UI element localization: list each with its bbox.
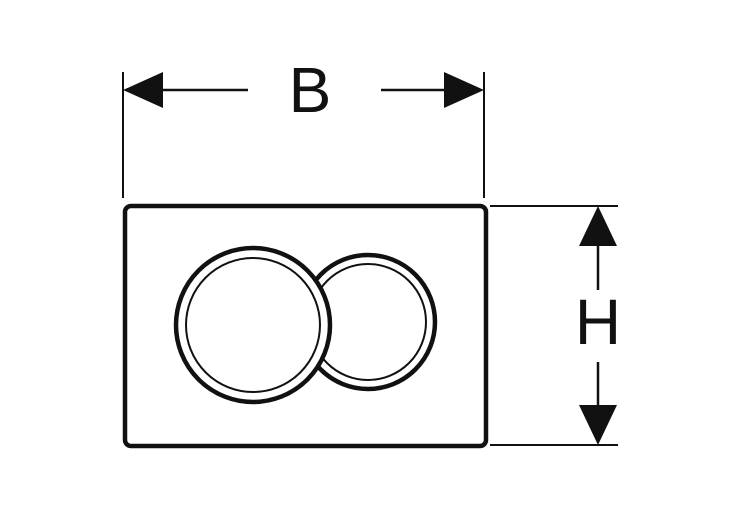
left-button-outer — [173, 245, 333, 405]
height-arrow-up-icon — [579, 206, 617, 246]
height-arrow-down-icon — [579, 405, 617, 445]
flush-buttons — [173, 245, 438, 405]
width-arrow-left-icon — [123, 72, 163, 108]
left-button-inner — [185, 257, 321, 393]
height-label: H — [575, 286, 621, 358]
width-dimension: B — [122, 54, 485, 198]
width-label: B — [289, 54, 332, 126]
plate-outline — [122, 203, 489, 449]
width-arrow-right-icon — [444, 72, 484, 108]
height-dimension: H — [490, 205, 621, 446]
